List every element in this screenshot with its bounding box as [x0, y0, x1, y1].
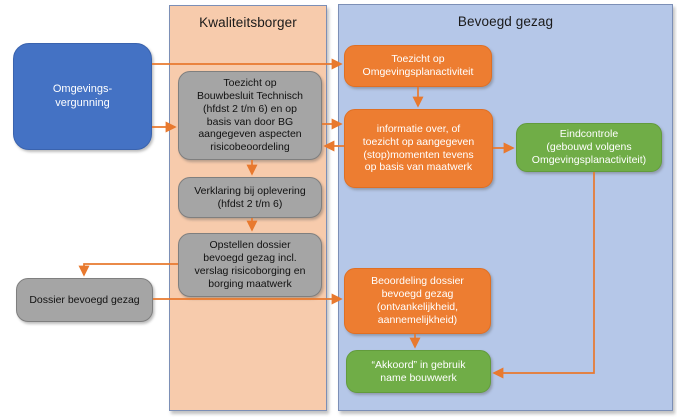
node-akkoord-ingebruikname: “Akkoord” in gebruik name bouwwerk	[346, 350, 491, 393]
node-informatie-toezicht-stopmomenten: informatie over, of toezicht op aangegev…	[344, 109, 493, 188]
node-opstellen-dossier: Opstellen dossier bevoegd gezag incl. ve…	[178, 233, 322, 297]
node-dossier-bevoegd-gezag: Dossier bevoegd gezag	[16, 278, 153, 322]
arrow-opstellen-to-dossier	[78, 263, 178, 277]
lane-bevoegd-gezag-title: Bevoegd gezag	[457, 14, 554, 29]
node-omgevingsvergunning: Omgevings- vergunning	[13, 43, 152, 150]
node-toezicht-omgevingsplanactiviteit: Toezicht op Omgevingsplanactiviteit	[344, 45, 492, 87]
node-eindcontrole: Eindcontrole (gebouwd volgens Omgevingsp…	[516, 123, 662, 172]
node-toezicht-bouwbesluit-technisch: Toezicht op Bouwbesluit Technisch (hfdst…	[178, 71, 322, 160]
node-verklaring-bij-oplevering: Verklaring bij oplevering (hfdst 2 t/m 6…	[178, 177, 322, 218]
lane-kwaliteitsborger-title: Kwaliteitsborger	[199, 15, 297, 30]
node-beoordeling-dossier: Beoordeling dossier bevoegd gezag (ontva…	[344, 268, 491, 334]
